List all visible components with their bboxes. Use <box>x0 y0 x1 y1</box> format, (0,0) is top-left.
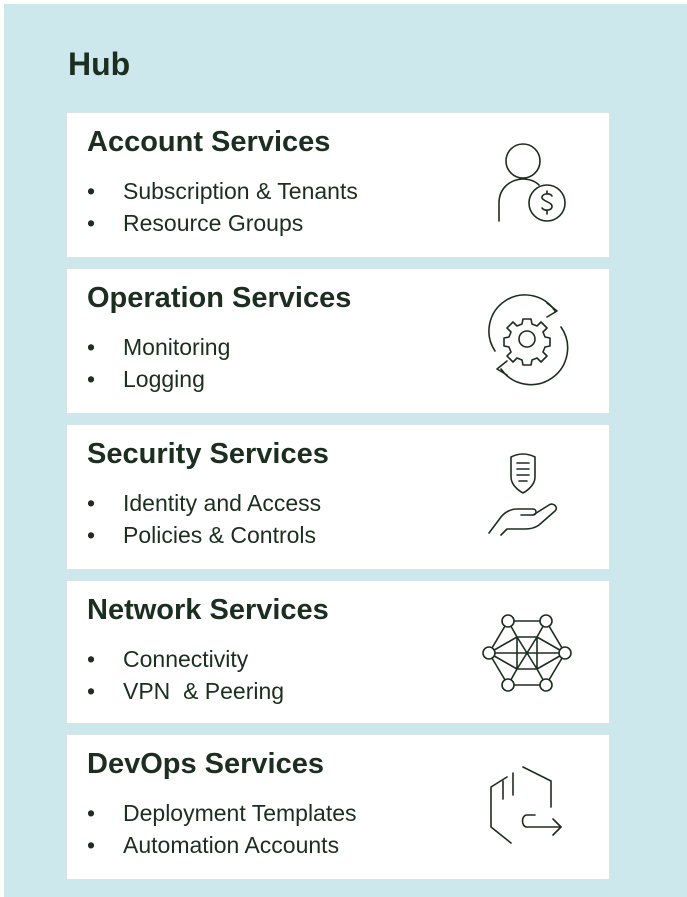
card-title: Operation Services <box>87 282 352 314</box>
card-network-services: Network Services Connectivity VPN & Peer… <box>66 580 610 724</box>
card-title: Security Services <box>87 438 329 470</box>
card-item-list: Connectivity VPN & Peering <box>87 643 284 707</box>
card-item-list: Subscription & Tenants Resource Groups <box>87 175 358 239</box>
list-item: Logging <box>87 363 230 395</box>
card-item-list: Identity and Access Policies & Controls <box>87 487 321 551</box>
deploy-arrow-icon <box>477 755 577 855</box>
card-devops-services: DevOps Services Deployment Templates Aut… <box>66 734 610 880</box>
list-item: VPN & Peering <box>87 675 284 707</box>
list-item: Subscription & Tenants <box>87 175 358 207</box>
hub-title: Hub <box>68 46 131 82</box>
card-account-services: Account Services Subscription & Tenants … <box>66 112 610 258</box>
list-item: Resource Groups <box>87 207 358 239</box>
card-item-list: Deployment Templates Automation Accounts <box>87 797 357 861</box>
list-item: Automation Accounts <box>87 829 357 861</box>
list-item: Connectivity <box>87 643 284 675</box>
card-title: Network Services <box>87 594 329 626</box>
gear-refresh-icon <box>477 289 577 389</box>
card-security-services: Security Services Identity and Access Po… <box>66 424 610 570</box>
hub-panel: Hub Account Services Subscription & Tena… <box>4 4 687 897</box>
list-item: Identity and Access <box>87 487 321 519</box>
card-item-list: Monitoring Logging <box>87 331 230 395</box>
card-operation-services: Operation Services Monitoring Logging <box>66 268 610 414</box>
list-item: Deployment Templates <box>87 797 357 829</box>
network-mesh-icon <box>477 601 577 701</box>
shield-hand-icon <box>477 445 577 545</box>
list-item: Monitoring <box>87 331 230 363</box>
card-title: DevOps Services <box>87 748 324 780</box>
user-dollar-icon <box>477 133 577 233</box>
card-title: Account Services <box>87 126 331 158</box>
list-item: Policies & Controls <box>87 519 321 551</box>
